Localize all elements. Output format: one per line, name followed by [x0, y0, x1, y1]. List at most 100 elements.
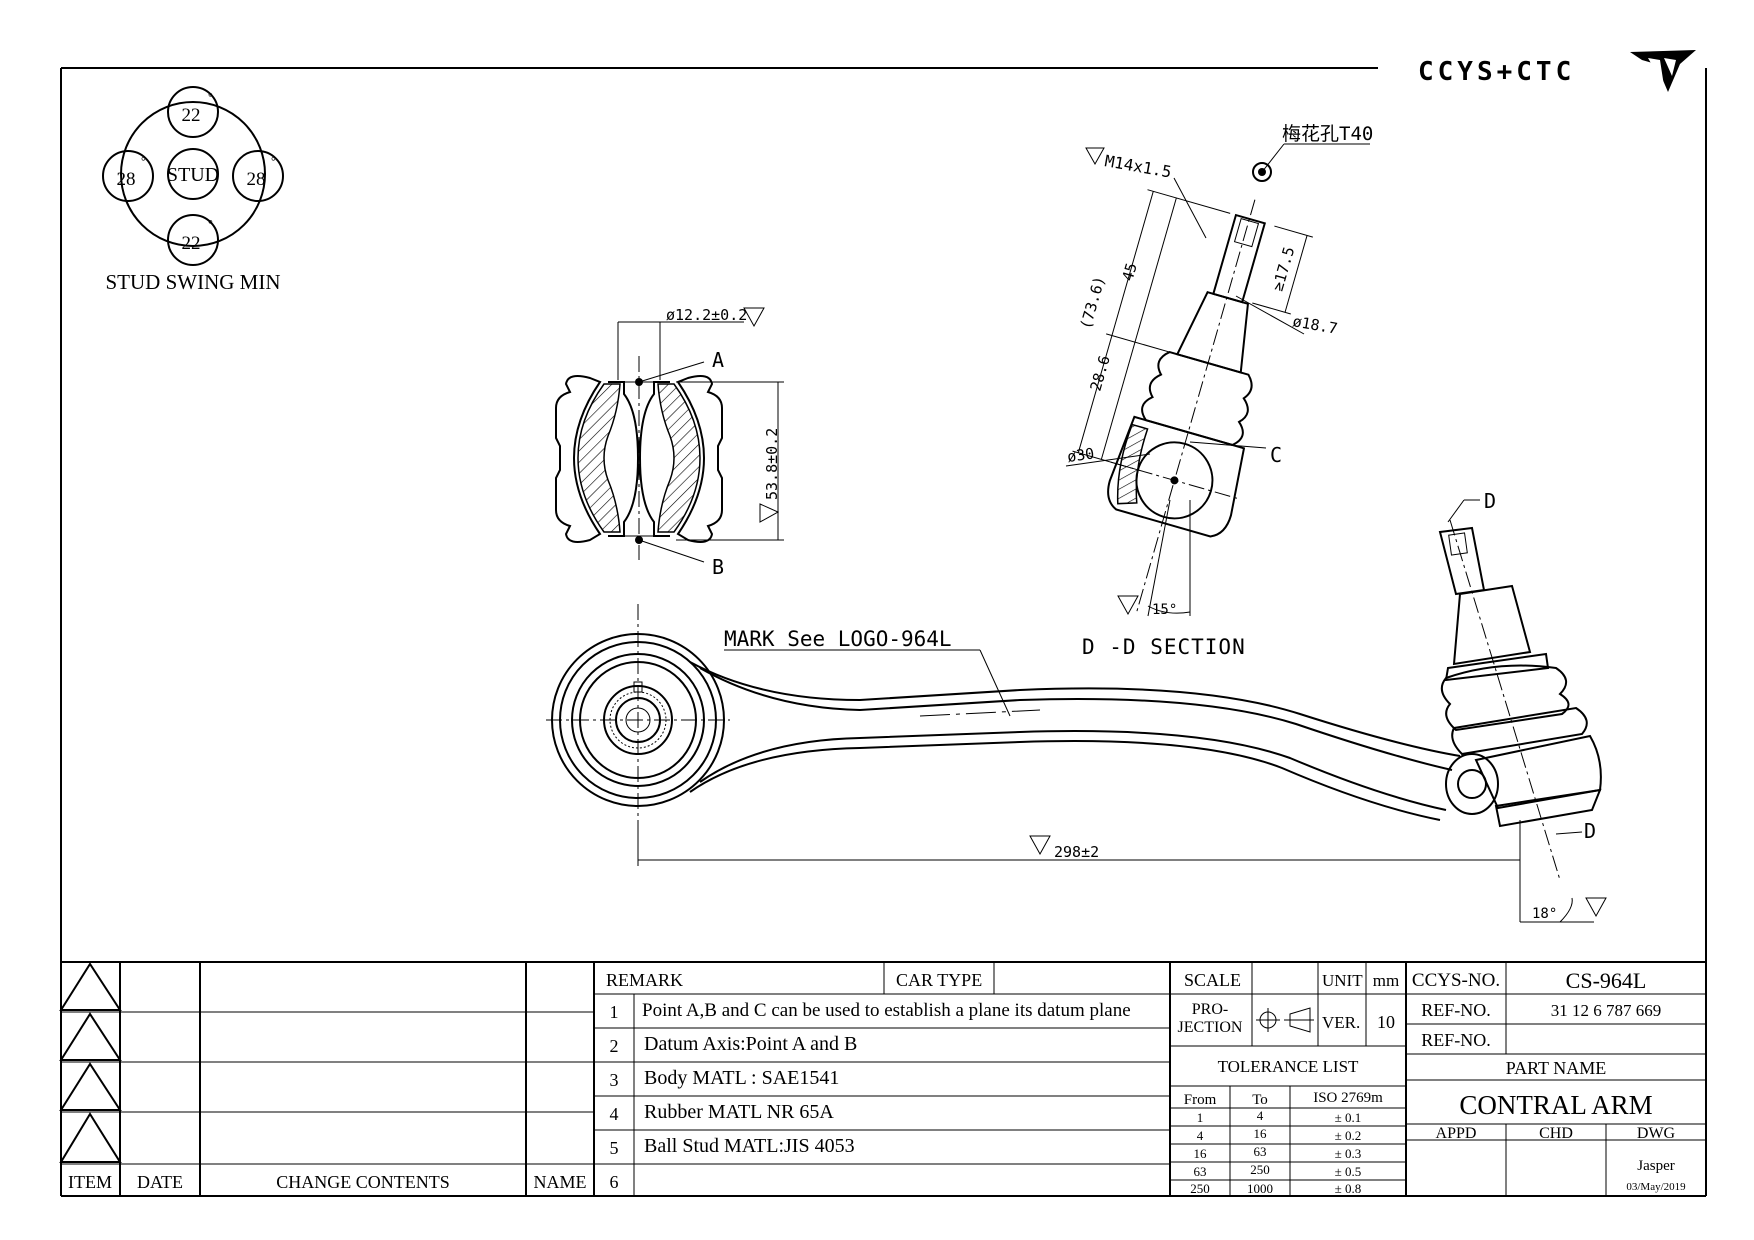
- svg-text:Body MATL : SAE1541: Body MATL : SAE1541: [644, 1067, 839, 1089]
- svg-text:1: 1: [1197, 1110, 1204, 1125]
- svg-text:1: 1: [610, 1002, 619, 1022]
- angle-18: 18°: [1532, 906, 1557, 922]
- angle-15: 15°: [1152, 602, 1177, 618]
- control-arm-view: MARK See LOGO-964L 298±2 D D 18°: [546, 489, 1607, 923]
- svg-text:CAR TYPE: CAR TYPE: [896, 970, 982, 990]
- stud-label: STUD: [167, 164, 219, 186]
- part-name: CONTRAL ARM: [1459, 1090, 1652, 1120]
- svg-text:°: °: [208, 217, 213, 231]
- svg-text:°: °: [141, 154, 146, 168]
- svg-text:± 0.1: ± 0.1: [1335, 1110, 1362, 1125]
- point-b-label: B: [712, 555, 724, 579]
- drawer-name: Jasper: [1637, 1158, 1675, 1174]
- svg-text:JECTION: JECTION: [1178, 1019, 1243, 1036]
- svg-text:Datum Axis:Point A and B: Datum Axis:Point A and B: [644, 1033, 857, 1055]
- swing-top: 22: [182, 105, 201, 126]
- svg-text:REF-NO.: REF-NO.: [1421, 1000, 1491, 1020]
- projection-symbol-icon: [1256, 1007, 1314, 1033]
- title-block: CCYS-NO. CS-964L REF-NO. 31 12 6 787 669…: [1412, 968, 1686, 1193]
- ref-number: 31 12 6 787 669: [1551, 1001, 1662, 1020]
- svg-text:10: 10: [1377, 1012, 1395, 1032]
- svg-text:3: 3: [610, 1070, 619, 1090]
- dim-18-7: ø18.7: [1291, 312, 1339, 338]
- section-dimensions: 梅花孔T40 M14x1.5 (73.6) 45 28.6 ≥17.5 ø18.…: [1065, 123, 1373, 659]
- svg-text:PRO-: PRO-: [1192, 1001, 1228, 1018]
- svg-text:REF-NO.: REF-NO.: [1421, 1030, 1491, 1050]
- svg-text:CCYS-NO.: CCYS-NO.: [1412, 970, 1500, 991]
- bushing-section: ø12.2±0.2 53.8±0.2 A B: [555, 306, 784, 579]
- svg-text:TOLERANCE LIST: TOLERANCE LIST: [1218, 1057, 1359, 1076]
- svg-text:2: 2: [610, 1036, 619, 1056]
- mark-label: MARK See LOGO-964L: [724, 627, 952, 651]
- swing-bottom: 22: [182, 233, 201, 254]
- svg-text:1000: 1000: [1247, 1181, 1273, 1196]
- svg-text:VER.: VER.: [1322, 1013, 1360, 1032]
- ccys-number: CS-964L: [1566, 968, 1647, 993]
- company-logo: CCYS+CTC: [1418, 50, 1696, 92]
- bushing-dia-dim: ø12.2±0.2: [666, 306, 747, 324]
- svg-text:4: 4: [610, 1104, 619, 1124]
- bushing-height-dim: 53.8±0.2: [763, 428, 781, 500]
- svg-text:PART NAME: PART NAME: [1506, 1058, 1606, 1078]
- svg-text:To: To: [1252, 1092, 1268, 1108]
- svg-text:16: 16: [1194, 1146, 1208, 1161]
- svg-text:mm: mm: [1373, 971, 1399, 990]
- svg-text:CHD: CHD: [1539, 1125, 1573, 1142]
- dim-45: 45: [1119, 261, 1141, 283]
- stud-swing-diagram: STUD 22 ° 22 ° 28 ° 28 ° STUD SWING MIN: [102, 86, 284, 294]
- dim-30: ø30: [1066, 444, 1095, 466]
- svg-text:5: 5: [610, 1138, 619, 1158]
- svg-text:UNIT: UNIT: [1322, 971, 1363, 990]
- title-table: [59, 961, 1706, 1196]
- point-a-label: A: [712, 348, 724, 372]
- revision-headers: ITEM DATE CHANGE CONTENTS NAME: [68, 1172, 587, 1192]
- length-dim: 298±2: [1054, 843, 1099, 861]
- svg-text:NAME: NAME: [534, 1172, 587, 1192]
- torx-label: 梅花孔T40: [1282, 123, 1373, 145]
- section-d-top: D: [1484, 489, 1496, 513]
- svg-text:ISO 2769m: ISO 2769m: [1313, 1090, 1383, 1106]
- svg-text:4: 4: [1197, 1128, 1204, 1143]
- dim-17-5: ≥17.5: [1269, 245, 1299, 293]
- svg-text:Ball Stud MATL:JIS 4053: Ball Stud MATL:JIS 4053: [644, 1135, 855, 1157]
- svg-text:ITEM: ITEM: [68, 1172, 112, 1192]
- section-d-bottom: D: [1584, 819, 1596, 843]
- svg-text:Point A,B and C can be used to: Point A,B and C can be used to establish…: [642, 1000, 1131, 1021]
- swing-right: 28: [247, 169, 266, 190]
- section-title: D -D SECTION: [1082, 635, 1246, 659]
- stud-swing-caption: STUD SWING MIN: [106, 270, 281, 294]
- svg-text:REMARK: REMARK: [606, 970, 683, 990]
- svg-text:CCYS+CTC: CCYS+CTC: [1418, 57, 1575, 87]
- remarks-block: REMARK CAR TYPE 1 Point A,B and C can be…: [606, 970, 1131, 1192]
- svg-text:± 0.5: ± 0.5: [1335, 1164, 1362, 1179]
- svg-text:From: From: [1184, 1092, 1217, 1108]
- svg-text:250: 250: [1250, 1162, 1270, 1177]
- svg-text:250: 250: [1190, 1181, 1210, 1196]
- svg-text:CHANGE CONTENTS: CHANGE CONTENTS: [276, 1172, 450, 1192]
- svg-text:DATE: DATE: [137, 1172, 183, 1192]
- svg-text:63: 63: [1254, 1144, 1267, 1159]
- svg-text:± 0.8: ± 0.8: [1335, 1181, 1362, 1196]
- logo-mark-icon: [1630, 50, 1696, 92]
- svg-text:16: 16: [1254, 1126, 1268, 1141]
- svg-text:± 0.2: ± 0.2: [1335, 1128, 1362, 1143]
- svg-text:4: 4: [1257, 1108, 1264, 1123]
- svg-text:DWG: DWG: [1637, 1125, 1676, 1142]
- svg-text:°: °: [208, 90, 213, 104]
- drawing-date: 03/May/2019: [1626, 1181, 1686, 1193]
- point-c-label: C: [1270, 443, 1282, 467]
- svg-text:± 0.3: ± 0.3: [1335, 1146, 1362, 1161]
- dim-28-6: 28.6: [1087, 353, 1114, 393]
- svg-text:SCALE: SCALE: [1184, 970, 1241, 990]
- svg-text:63: 63: [1194, 1164, 1207, 1179]
- dim-73-6: (73.6): [1077, 274, 1109, 331]
- svg-text:°: °: [271, 154, 276, 168]
- scale-block: SCALE UNIT mm PRO- JECTION VER. 10 TOLER…: [1178, 970, 1400, 1196]
- svg-text:APPD: APPD: [1436, 1125, 1477, 1142]
- swing-left: 28: [117, 169, 136, 190]
- drawing-border: [60, 67, 1707, 1197]
- svg-text:6: 6: [610, 1172, 619, 1192]
- svg-text:Rubber MATL NR 65A: Rubber MATL NR 65A: [644, 1101, 834, 1123]
- thread-label: M14x1.5: [1103, 151, 1173, 181]
